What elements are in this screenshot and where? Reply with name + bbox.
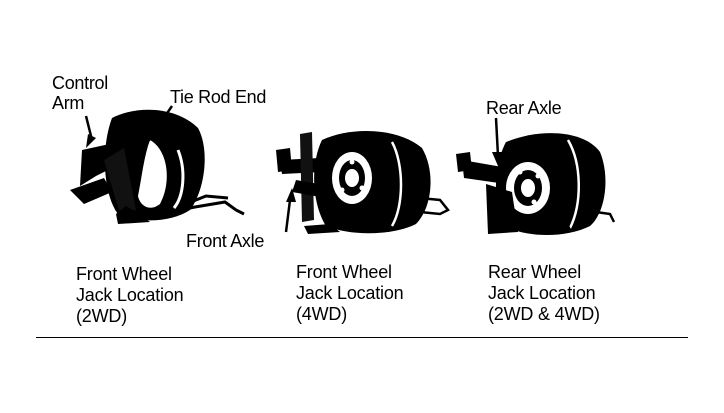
front-axle-leader [284,199,292,233]
label-control-arm-line1: Control [52,73,108,93]
caption-rear-line1: Rear Wheel [488,262,582,282]
label-control-arm-line2: Arm [52,93,85,113]
rear-axle-tube [462,160,508,184]
caption-front-4wd-line3: (4WD) [296,304,347,324]
front-2wd-jack [116,206,150,224]
caption-front-4wd-line2: Jack Location [296,283,404,303]
bottom-rule [36,337,688,338]
rear-wheel-illustration [456,117,616,235]
caption-rear: Rear Wheel Jack Location (2WD & 4WD) [488,262,600,325]
caption-front-2wd: Front Wheel Jack Location (2WD) [76,264,184,327]
rear-jack [486,184,518,234]
label-rear-axle: Rear Axle [486,98,562,118]
rear-axle-leader [494,117,500,157]
caption-front-4wd: Front Wheel Jack Location (4WD) [296,262,404,325]
caption-front-2wd-line1: Front Wheel [76,264,172,284]
caption-front-2wd-line2: Jack Location [76,285,184,305]
caption-front-2wd-line3: (2WD) [76,306,127,326]
caption-rear-line2: Jack Location [488,283,596,303]
front-wheel-4wd-illustration [276,130,450,234]
caption-front-4wd-line1: Front Wheel [296,262,392,282]
caption-rear-line3: (2WD & 4WD) [488,304,600,324]
front-2wd-rim [138,140,167,208]
front-4wd-tire [314,130,431,234]
label-front-axle: Front Axle [186,231,265,251]
tie-rod-end-leader [148,105,174,139]
label-tie-rod-end: Tie Rod End [170,87,267,107]
front-wheel-2wd-illustration [70,105,245,224]
front-4wd-jack [304,224,340,234]
